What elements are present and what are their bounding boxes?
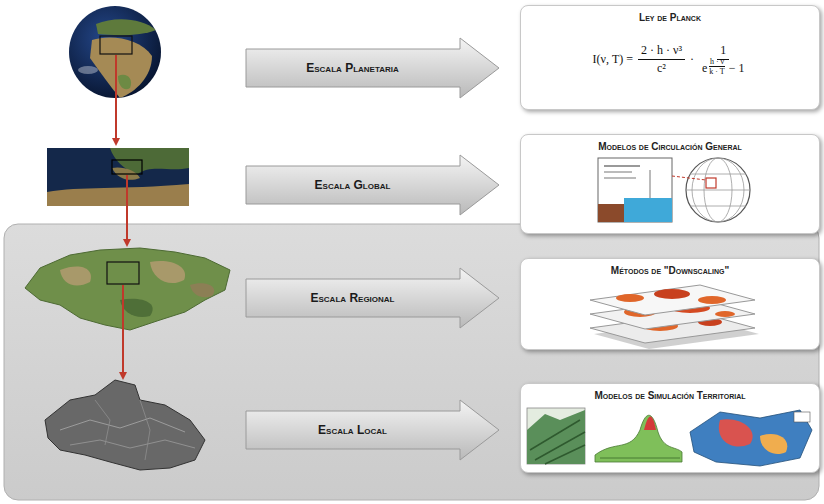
box-title: Modelos de Simulación Territorial (521, 390, 819, 401)
formula-lhs: I(ν, T) = (592, 52, 633, 67)
scale-arrow: Escala Regional (245, 267, 500, 329)
method-box: Modelos de Simulación Territorial (520, 383, 820, 473)
arrow-outline (246, 400, 499, 460)
denominator: c² (654, 60, 669, 76)
scale-arrow: Escala Global (245, 154, 500, 216)
method-box: Ley de PlanckI(ν, T) =2 · h · ν³c²·1eh ·… (520, 5, 820, 110)
scale-label: Escala Global (315, 178, 391, 192)
denominator: eh · νk · T − 1 (699, 60, 748, 76)
formula-operator: · (690, 52, 694, 67)
scale-label: Escala Planetaria (306, 61, 399, 75)
box-title: Métodos de "Downscaling" (521, 265, 819, 276)
formula-term: − 1 (729, 61, 745, 76)
box-title: Modelos de Circulación General (521, 141, 819, 152)
formula-term: e (702, 61, 707, 76)
box-title: Ley de Planck (521, 12, 819, 23)
formula-term: k · T (709, 67, 724, 76)
fraction: 2 · h · ν³ c² (638, 43, 685, 76)
scale-label: Escala Regional (310, 291, 394, 305)
formula-term: 1 (720, 43, 726, 57)
numerator: 2 · h · ν³ (638, 43, 685, 60)
method-box: Métodos de "Downscaling" (520, 258, 820, 350)
formula-term: c² (657, 61, 666, 76)
formula-term: 2 · h · ν³ (641, 43, 682, 57)
formula-term: h · ν (710, 57, 724, 66)
arrow-outline (246, 38, 499, 98)
scale-arrow: Escala Planetaria (245, 37, 500, 99)
scale-arrow: Escala Local (245, 399, 500, 461)
arrow-outline (246, 268, 499, 328)
fraction: 1eh · νk · T − 1 (699, 43, 748, 76)
arrow-outline (246, 155, 499, 215)
exponent-fraction: h · νk · T (708, 57, 725, 76)
planck-formula: I(ν, T) = 2 · h · ν³ c² · 1eh · νk · T − 1 (521, 43, 819, 76)
scale-label: Escala Local (318, 423, 387, 437)
numerator: h · ν (709, 57, 725, 67)
denominator: k · T (708, 67, 725, 76)
method-box: Modelos de Circulación General (520, 134, 820, 234)
